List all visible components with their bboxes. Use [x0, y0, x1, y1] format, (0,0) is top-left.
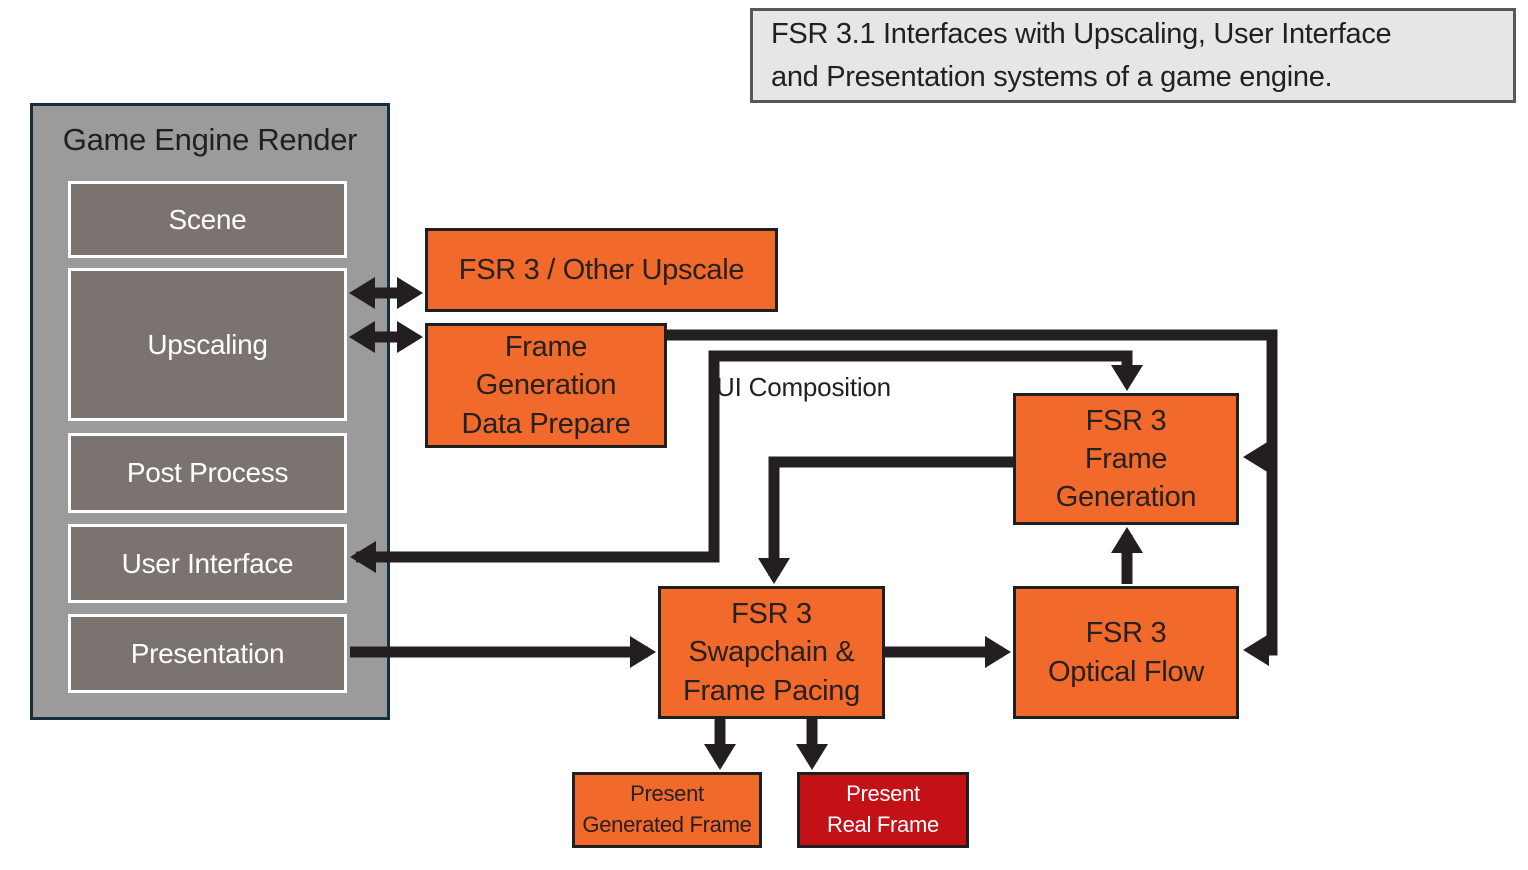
box-framegen-data-prepare: Frame Generation Data Prepare	[425, 323, 667, 448]
connector-presentation-swapchain	[350, 636, 656, 668]
caption-text: FSR 3.1 Interfaces with Upscaling, User …	[771, 18, 1392, 93]
connector-swapchain-optical-flow	[885, 636, 1011, 668]
connector-swapchain-present-real	[796, 719, 828, 770]
panel-title: Game Engine Render	[62, 122, 358, 157]
connector-frame-generation-swapchain	[758, 456, 1013, 584]
connector-swapchain-present-generated	[704, 719, 736, 770]
box-fsr3-optical-flow: FSR 3 Optical Flow	[1013, 586, 1239, 719]
stage-presentation: Presentation	[68, 614, 347, 693]
box-fsr3-swapchain: FSR 3 Swapchain & Frame Pacing	[658, 586, 885, 719]
box-fsr3-other-upscale: FSR 3 / Other Upscale	[425, 228, 778, 312]
box-present-generated-frame: Present Generated Frame	[572, 772, 762, 848]
stage-user-interface: User Interface	[68, 524, 347, 603]
stage-upscaling: Upscaling	[68, 268, 347, 421]
connector-loop-frame-generation	[1243, 441, 1272, 473]
caption-box: FSR 3.1 Interfaces with Upscaling, User …	[750, 8, 1516, 103]
ui-composition-label: UI Composition	[716, 372, 891, 402]
stage-post-process: Post Process	[68, 433, 347, 513]
box-fsr3-frame-generation: FSR 3 Frame Generation	[1013, 393, 1239, 525]
stage-scene: Scene	[68, 181, 347, 258]
box-present-real-frame: Present Real Frame	[797, 772, 969, 848]
connector-optical-flow-frame-generation	[1111, 527, 1143, 584]
